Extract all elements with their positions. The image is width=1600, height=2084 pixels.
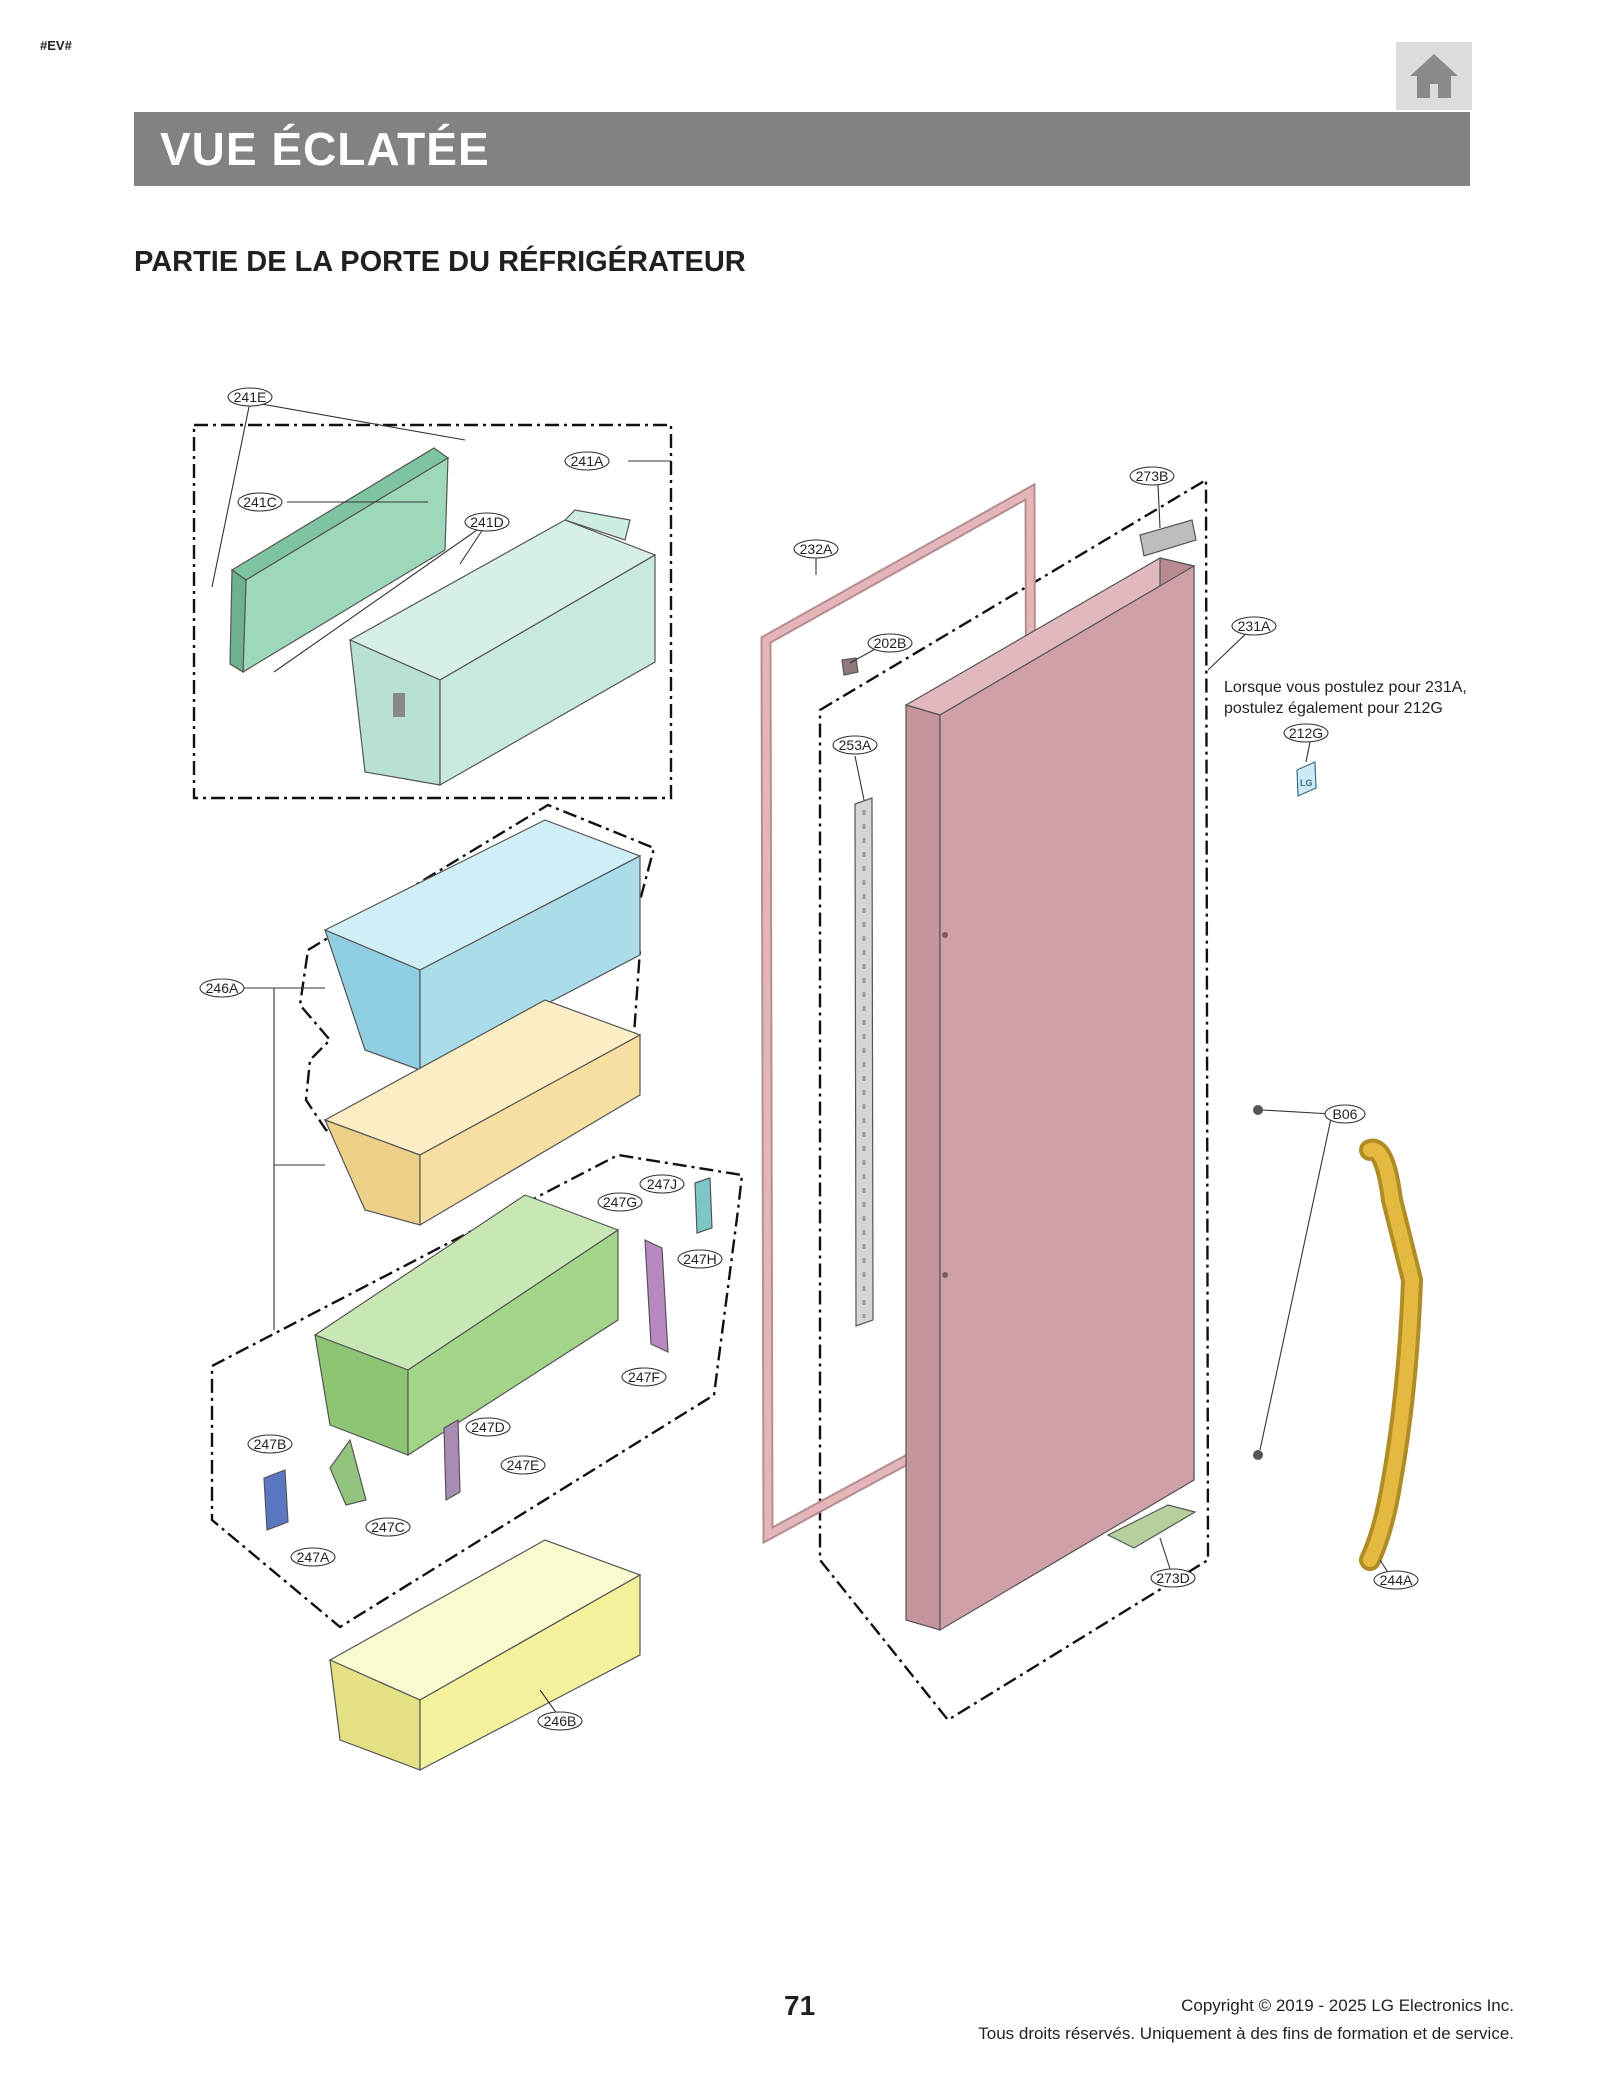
- note-line-2: postulez également pour 212G: [1224, 700, 1443, 717]
- callout-247E: 247E: [500, 1455, 546, 1475]
- part-B06-screw-bottom: [1253, 1450, 1263, 1460]
- svg-text:247B: 247B: [254, 1436, 287, 1452]
- callout-246B: 246B: [537, 1711, 583, 1731]
- banner-title: VUE ÉCLATÉE: [160, 123, 490, 175]
- part-273B-hinge: [1139, 519, 1197, 557]
- callout-231A: 231A: [1231, 616, 1277, 636]
- callout-247J: 247J: [639, 1174, 685, 1194]
- home-icon: [1410, 54, 1458, 98]
- home-button[interactable]: [1396, 42, 1472, 110]
- part-246A-bin-green: [313, 1194, 620, 1457]
- svg-text:232A: 232A: [800, 541, 833, 557]
- callout-241E: 241E: [227, 387, 273, 407]
- svg-text:241C: 241C: [243, 494, 276, 510]
- svg-text:273D: 273D: [1156, 1570, 1189, 1586]
- callout-247B: 247B: [247, 1434, 293, 1454]
- part-246B-bin: [328, 1539, 642, 1771]
- callout-241D: 241D: [464, 512, 510, 532]
- callout-247G: 247G: [597, 1192, 643, 1212]
- part-246A-bin-orange: [323, 999, 642, 1227]
- svg-text:212G: 212G: [1289, 725, 1323, 741]
- svg-text:247J: 247J: [647, 1176, 677, 1192]
- callout-241A: 241A: [564, 451, 610, 471]
- part-247D-plate: [443, 1418, 461, 1502]
- callout-247A: 247A: [290, 1547, 336, 1567]
- section-title: PARTIE DE LA PORTE DU RÉFRIGÉRATEUR: [134, 246, 746, 278]
- part-247J-plate: [694, 1177, 713, 1234]
- svg-text:273B: 273B: [1136, 468, 1169, 484]
- page-number: 71: [784, 1990, 816, 2021]
- copyright-text: Copyright © 2019 - 2025 LG Electronics I…: [1181, 1996, 1514, 2015]
- lg-badge-text: LG: [1300, 778, 1313, 788]
- svg-text:241E: 241E: [234, 389, 267, 405]
- part-202B-cap: [841, 657, 859, 676]
- rights-text: Tous droits réservés. Uniquement à des f…: [978, 2024, 1514, 2043]
- part-246A-bin-blue: [323, 819, 642, 1071]
- svg-text:244A: 244A: [1380, 1572, 1413, 1588]
- svg-text:247A: 247A: [297, 1549, 330, 1565]
- callout-246A: 246A: [199, 978, 245, 998]
- callout-202B: 202B: [867, 633, 913, 653]
- callout-253A: 253A: [832, 735, 878, 755]
- callout-247D: 247D: [465, 1417, 511, 1437]
- top-group-outline: [192, 423, 673, 800]
- svg-text:247C: 247C: [371, 1519, 404, 1535]
- part-247G-hinge: [644, 1239, 669, 1353]
- lower-group-outline: [210, 1153, 744, 1629]
- callout-B06: B06: [1324, 1104, 1366, 1124]
- note-line-1: Lorsque vous postulez pour 231A,: [1224, 679, 1467, 696]
- part-244A-handle: [1359, 1138, 1424, 1571]
- svg-text:247E: 247E: [507, 1457, 540, 1473]
- callout-247C: 247C: [365, 1517, 411, 1537]
- svg-text:247D: 247D: [471, 1419, 504, 1435]
- callout-273D: 273D: [1150, 1568, 1196, 1588]
- door-group-outline: [818, 477, 1210, 1722]
- part-B06-screw-top: [1253, 1105, 1263, 1115]
- title-banner: VUE ÉCLATÉE: [134, 112, 1470, 186]
- svg-text:247G: 247G: [603, 1194, 637, 1210]
- callout-247H: 247H: [677, 1249, 723, 1269]
- part-241C-cover: [229, 447, 450, 674]
- callout-273B: 273B: [1129, 466, 1175, 486]
- svg-text:246B: 246B: [544, 1713, 577, 1729]
- page-tag: #EV#: [40, 38, 72, 53]
- part-253A-rail: [854, 797, 874, 1327]
- part-247C-hinge: [329, 1438, 367, 1506]
- callout-232A: 232A: [793, 539, 839, 559]
- svg-text:231A: 231A: [1238, 618, 1271, 634]
- svg-text:253A: 253A: [839, 737, 872, 753]
- part-231A-door: [904, 557, 1196, 1632]
- callout-212G: 212G: [1283, 723, 1329, 743]
- part-273D-hinge: [1106, 1504, 1197, 1549]
- leader-lines: [211, 401, 1397, 1726]
- svg-text:B06: B06: [1333, 1106, 1358, 1122]
- svg-text:241D: 241D: [470, 514, 503, 530]
- callout-241C: 241C: [237, 492, 283, 512]
- svg-text:246A: 246A: [206, 980, 239, 996]
- svg-text:247F: 247F: [628, 1369, 660, 1385]
- callout-247F: 247F: [621, 1367, 667, 1387]
- part-241A-bin: [348, 509, 657, 787]
- part-212G-badge: LG: [1296, 761, 1317, 797]
- callout-244A: 244A: [1373, 1570, 1419, 1590]
- svg-text:202B: 202B: [874, 635, 907, 651]
- svg-text:241A: 241A: [571, 453, 604, 469]
- part-247A-plate: [263, 1469, 289, 1531]
- svg-text:247H: 247H: [683, 1251, 716, 1267]
